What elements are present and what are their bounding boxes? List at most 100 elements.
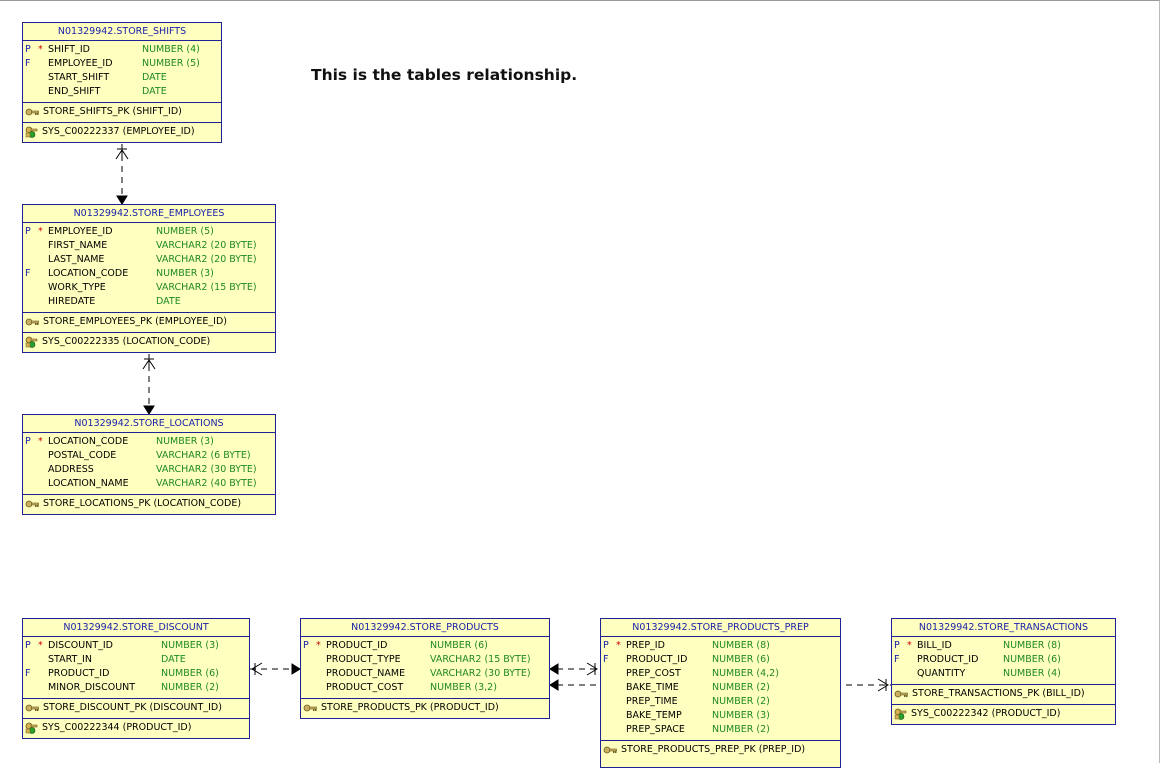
foreign-key-icon bbox=[25, 722, 38, 734]
primary-key-constraint[interactable]: STORE_PRODUCTS_PREP_PK (PREP_ID) bbox=[601, 742, 840, 758]
key-marker: P bbox=[25, 226, 31, 237]
column-type: NUMBER (2) bbox=[712, 724, 770, 735]
relationship-discount-products[interactable] bbox=[250, 662, 301, 676]
column-type: VARCHAR2 (30 BYTE) bbox=[430, 668, 531, 679]
mandatory-marker: * bbox=[38, 640, 43, 651]
column-row[interactable]: PRODUCT_COST NUMBER (3,2) bbox=[301, 681, 549, 695]
diagram-caption: This is the tables relationship. bbox=[311, 66, 578, 84]
column-name: PRODUCT_COST bbox=[326, 682, 404, 693]
relationship-shifts-employees[interactable] bbox=[115, 144, 129, 205]
primary-key-section: STORE_LOCATIONS_PK (LOCATION_CODE) bbox=[23, 494, 275, 514]
constraint-name: SYS_C00222342 (PRODUCT_ID) bbox=[911, 708, 1061, 719]
relationship-transactions-products[interactable] bbox=[549, 678, 891, 692]
column-type: NUMBER (3) bbox=[161, 640, 219, 651]
column-name: LAST_NAME bbox=[48, 254, 105, 265]
primary-key-constraint[interactable]: STORE_LOCATIONS_PK (LOCATION_CODE) bbox=[23, 496, 275, 512]
key-icon bbox=[25, 500, 39, 507]
column-name: PRODUCT_ID bbox=[326, 640, 388, 651]
column-name: BILL_ID bbox=[917, 640, 952, 651]
key-marker: F bbox=[894, 654, 900, 665]
column-name: PREP_SPACE bbox=[626, 724, 685, 735]
column-type: NUMBER (3,2) bbox=[430, 682, 497, 693]
key-icon bbox=[303, 704, 317, 711]
primary-key-constraint[interactable]: STORE_SHIFTS_PK (SHIFT_ID) bbox=[23, 104, 221, 120]
foreign-key-constraint[interactable]: SYS_C00222342 (PRODUCT_ID) bbox=[892, 706, 1115, 722]
mandatory-marker: * bbox=[38, 436, 43, 447]
column-name: START_IN bbox=[48, 654, 92, 665]
column-name: HIREDATE bbox=[48, 296, 96, 307]
foreign-key-constraint[interactable]: SYS_C00222337 (EMPLOYEE_ID) bbox=[23, 124, 221, 140]
key-icon bbox=[894, 690, 908, 697]
foreign-key-constraint[interactable]: SYS_C00222344 (PRODUCT_ID) bbox=[23, 720, 249, 736]
column-type: VARCHAR2 (15 BYTE) bbox=[430, 654, 531, 665]
mandatory-marker: * bbox=[616, 640, 621, 651]
primary-key-constraint[interactable]: STORE_TRANSACTIONS_PK (BILL_ID) bbox=[892, 686, 1115, 702]
key-marker: P bbox=[25, 44, 31, 55]
column-name: POSTAL_CODE bbox=[48, 450, 117, 461]
primary-key-constraint[interactable]: STORE_PRODUCTS_PK (PRODUCT_ID) bbox=[301, 700, 549, 716]
column-name: PRODUCT_ID bbox=[917, 654, 979, 665]
column-name: BAKE_TIME bbox=[626, 682, 679, 693]
column-type: NUMBER (8) bbox=[1003, 640, 1061, 651]
column-name: LOCATION_NAME bbox=[48, 478, 129, 489]
foreign-key-constraint[interactable]: SYS_C00222335 (LOCATION_CODE) bbox=[23, 334, 275, 350]
primary-key-constraint[interactable]: STORE_EMPLOYEES_PK (EMPLOYEE_ID) bbox=[23, 314, 275, 330]
column-row[interactable]: PREP_SPACE NUMBER (2) bbox=[601, 723, 840, 737]
foreign-key-icon bbox=[25, 126, 38, 138]
column-name: WORK_TYPE bbox=[48, 282, 106, 293]
column-type: NUMBER (2) bbox=[712, 696, 770, 707]
constraint-name: STORE_TRANSACTIONS_PK (BILL_ID) bbox=[912, 688, 1085, 699]
column-row[interactable]: PREP_TIME NUMBER (2) bbox=[601, 695, 840, 709]
primary-key-constraint[interactable]: STORE_DISCOUNT_PK (DISCOUNT_ID) bbox=[23, 700, 249, 716]
column-name: SHIFT_ID bbox=[48, 44, 90, 55]
column-name: LOCATION_CODE bbox=[48, 268, 129, 279]
column-name: PREP_ID bbox=[626, 640, 665, 651]
column-name: PRODUCT_ID bbox=[48, 668, 110, 679]
column-type: NUMBER (2) bbox=[161, 682, 219, 693]
key-marker: P bbox=[25, 640, 31, 651]
column-name: PREP_TIME bbox=[626, 696, 678, 707]
relationship-employees-locations[interactable] bbox=[142, 354, 156, 415]
table-title: N01329942.STORE_SHIFTS bbox=[23, 23, 221, 41]
relationship-prep-products[interactable] bbox=[549, 662, 600, 676]
column-type: NUMBER (3) bbox=[156, 436, 214, 447]
